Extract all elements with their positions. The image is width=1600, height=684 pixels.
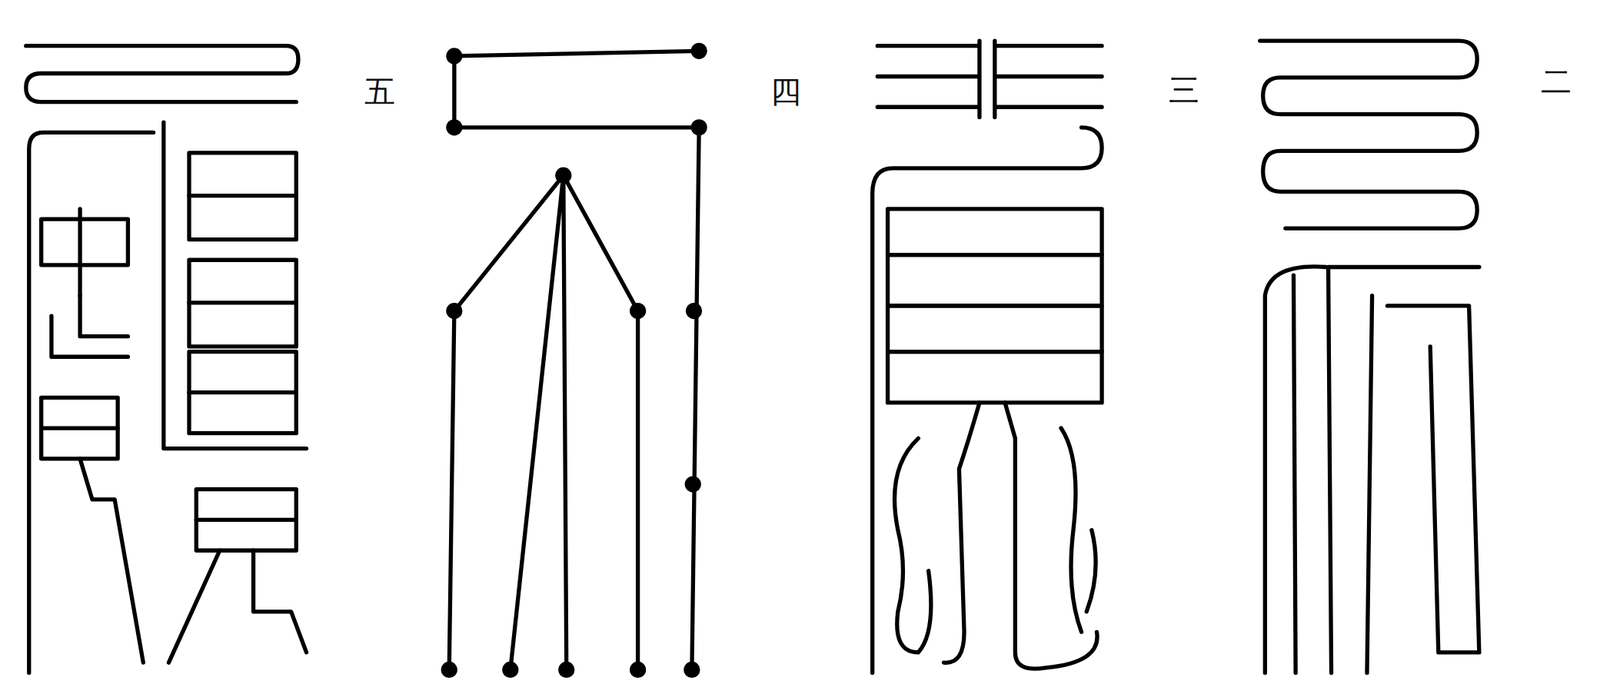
dotted-glyph xyxy=(441,43,708,679)
seal-glyph xyxy=(1260,40,1480,673)
glyph-number: 四 xyxy=(770,74,802,109)
seal-glyph xyxy=(26,46,307,674)
seal-glyph xyxy=(872,40,1102,673)
glyph-number: 二 xyxy=(1540,64,1572,99)
glyph-number: 三 xyxy=(1168,73,1200,107)
glyph-number: 五 xyxy=(364,74,396,109)
